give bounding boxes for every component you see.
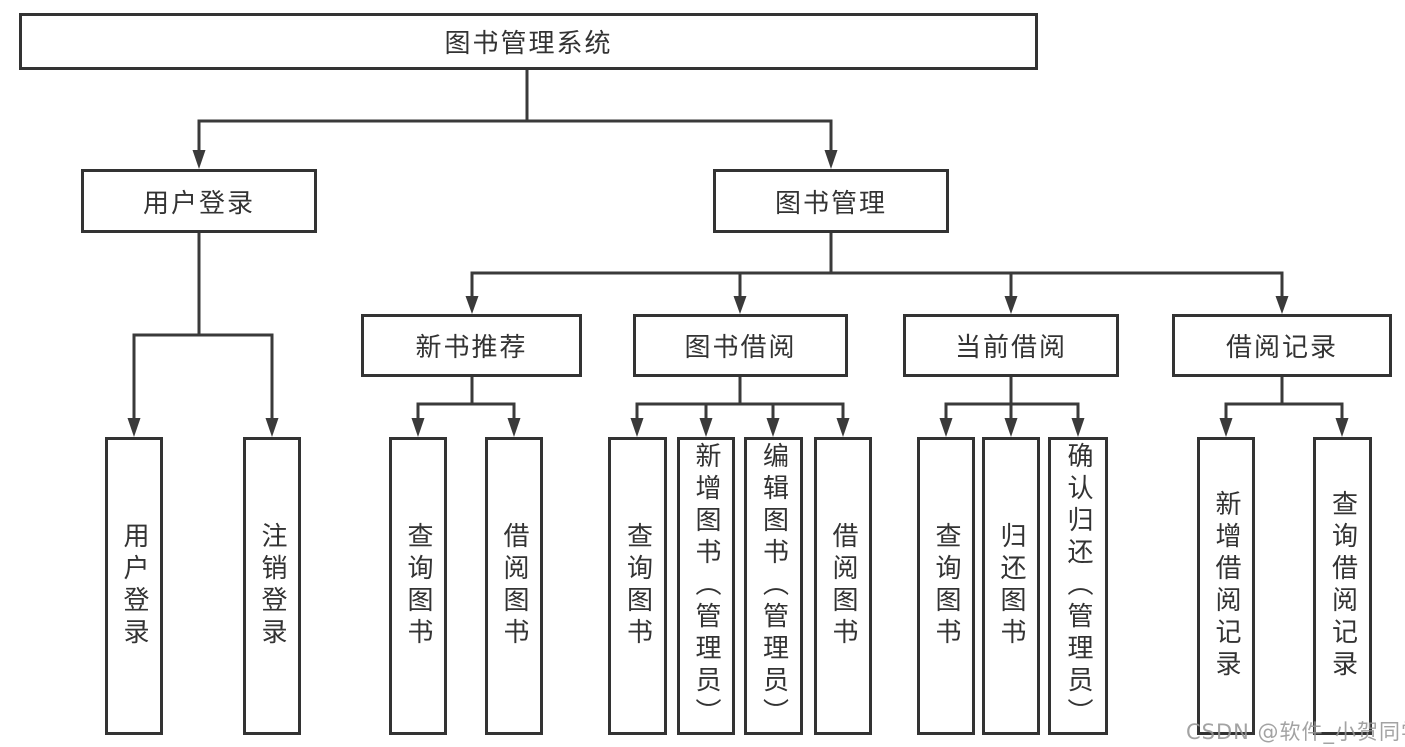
- leaf-return-books: 归还图书: [982, 437, 1040, 735]
- leaf-current-query-books-label: 查询图书: [931, 522, 961, 650]
- node-book-borrow-label: 图书借阅: [684, 333, 797, 363]
- leaf-recommend-query-books-label: 查询图书: [403, 522, 433, 650]
- leaf-add-borrow-record: 新增借阅记录: [1197, 437, 1255, 735]
- leaf-borrow-books-label: 借阅图书: [828, 522, 858, 650]
- leaf-add-borrow-record-label: 新增借阅记录: [1211, 490, 1241, 682]
- node-root-library-management-system: 图书管理系统: [19, 13, 1038, 70]
- leaf-borrow-books: 借阅图书: [814, 437, 872, 735]
- leaf-borrow-query-books: 查询图书: [608, 437, 667, 735]
- leaf-add-books-admin-label: 新增图书（管理员）: [691, 442, 721, 730]
- node-root-label: 图书管理系统: [444, 29, 613, 59]
- node-book-management: 图书管理: [713, 169, 949, 233]
- leaf-logout: 注销登录: [243, 437, 301, 735]
- leaf-query-borrow-record: 查询借阅记录: [1313, 437, 1372, 735]
- node-new-book-recommend: 新书推荐: [361, 314, 582, 377]
- leaf-user-login: 用户登录: [105, 437, 163, 735]
- csdn-watermark: CSDN @软件_小贺同学: [1186, 720, 1405, 744]
- node-book-management-label: 图书管理: [774, 188, 887, 219]
- leaf-borrow-query-books-label: 查询图书: [622, 522, 653, 650]
- leaf-recommend-borrow-books-label: 借阅图书: [499, 522, 529, 650]
- node-user-login: 用户登录: [81, 169, 317, 233]
- leaf-confirm-return-admin: 确认归还（管理员）: [1048, 437, 1108, 735]
- leaf-current-query-books: 查询图书: [917, 437, 975, 735]
- leaf-logout-label: 注销登录: [257, 522, 287, 650]
- node-user-login-label: 用户登录: [142, 188, 255, 219]
- node-book-borrow: 图书借阅: [633, 314, 848, 377]
- leaf-recommend-query-books: 查询图书: [389, 437, 447, 735]
- node-borrow-records-label: 借阅记录: [1225, 333, 1338, 363]
- node-current-borrow: 当前借阅: [903, 314, 1119, 377]
- leaf-query-borrow-record-label: 查询借阅记录: [1327, 490, 1358, 682]
- leaf-return-books-label: 归还图书: [996, 522, 1026, 650]
- leaf-add-books-admin: 新增图书（管理员）: [677, 437, 735, 735]
- node-borrow-records: 借阅记录: [1172, 314, 1392, 377]
- node-new-book-recommend-label: 新书推荐: [415, 333, 528, 363]
- leaf-edit-books-admin: 编辑图书（管理员）: [744, 437, 803, 735]
- node-current-borrow-label: 当前借阅: [954, 333, 1067, 363]
- leaf-user-login-label: 用户登录: [119, 522, 149, 650]
- leaf-recommend-borrow-books: 借阅图书: [485, 437, 543, 735]
- leaf-confirm-return-admin-label: 确认归还（管理员）: [1063, 442, 1093, 730]
- leaf-edit-books-admin-label: 编辑图书（管理员）: [758, 442, 789, 730]
